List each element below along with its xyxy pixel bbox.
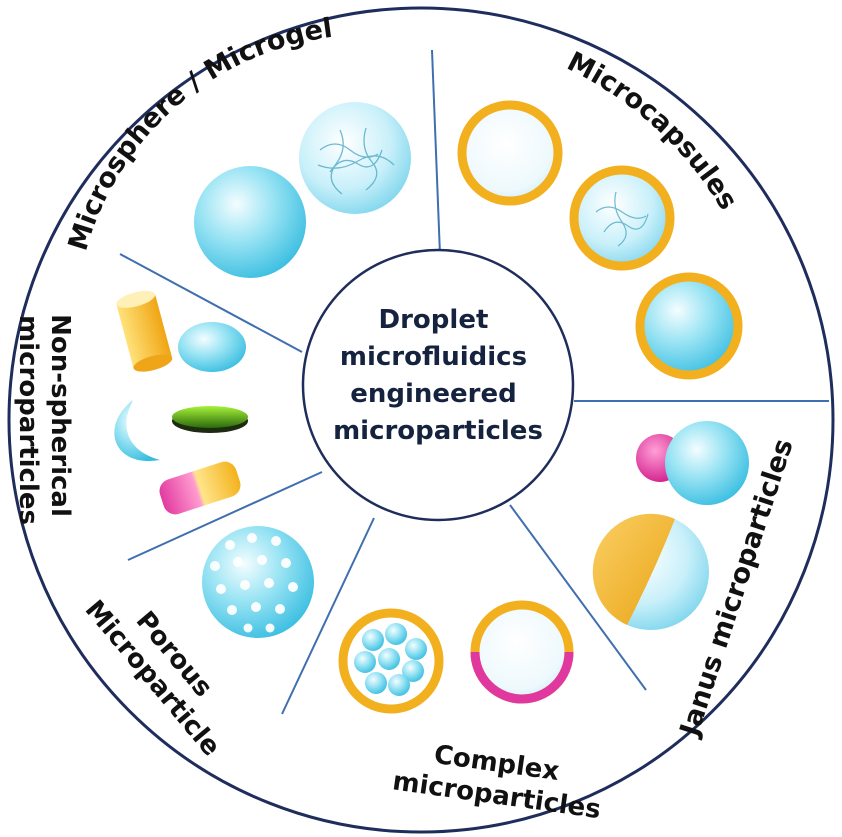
disc-particle [172,406,248,433]
capsule-network [595,191,649,247]
crescent-particle [114,400,160,461]
center-line-3: engineered [350,379,517,409]
janus-shell-pink [470,651,574,704]
nonspherical-illustration [114,290,248,515]
segment-dividers [119,49,829,715]
pores [210,533,298,633]
inner-droplets [354,623,427,696]
janus-illustration [592,421,749,630]
ellipsoid-particle [178,322,246,372]
center-line-2: microfluidics [340,342,527,372]
label-nonspherical: Non-spherical microparticles [13,314,75,526]
solid-microsphere [194,166,306,278]
janus-small-cyan [665,421,749,505]
janus-large-orange-half [592,513,675,625]
microgel-network [317,127,395,195]
pill-particle [159,461,241,515]
microgel-sphere [299,102,411,214]
cylinder-particle [116,290,173,372]
porous-illustration [202,526,314,638]
center-title: Droplet microfluidics engineered micropa… [333,305,543,446]
center-line-1: Droplet [379,305,489,335]
center-line-4: microparticles [333,416,543,446]
solid-core-capsule [635,272,743,380]
microsphere-illustration [194,102,411,278]
complex-illustration [338,600,574,714]
microcapsules-illustration [457,100,743,380]
porous-sphere [202,526,314,638]
gel-core-capsule [569,165,675,271]
center-circle [301,248,575,522]
hollow-capsule [457,100,563,206]
